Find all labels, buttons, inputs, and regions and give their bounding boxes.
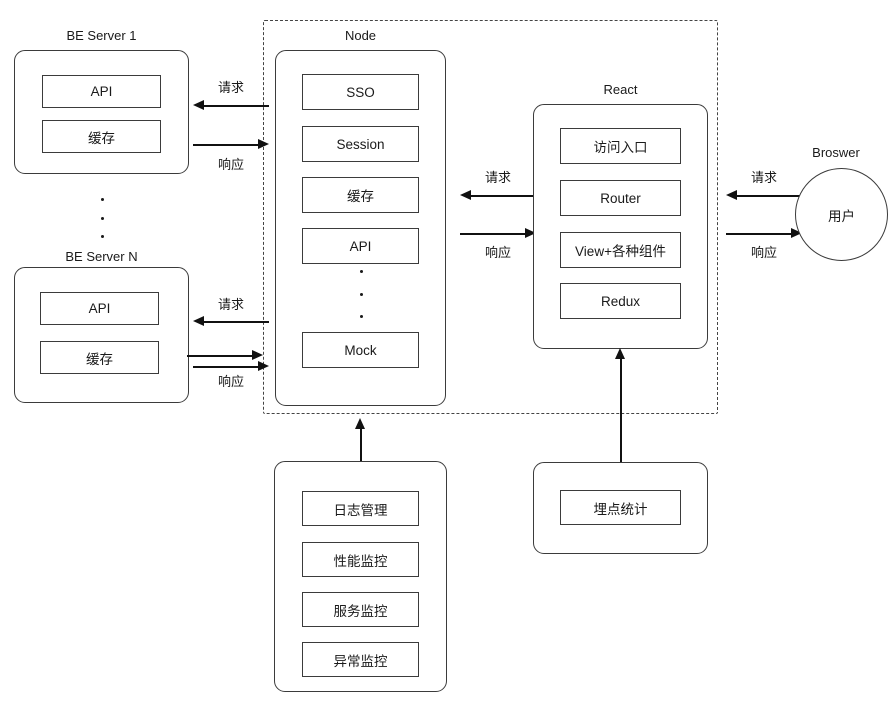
be-server-1-response-label: 响应 [217, 157, 244, 172]
monitoring-item-performance[interactable]: 性能监控 [302, 542, 419, 577]
browser-title: Broswer [812, 145, 860, 160]
react-item-entry[interactable]: 访问入口 [560, 128, 681, 164]
be-server-n-response-arrow-lower [193, 361, 269, 372]
be-server-n-group [14, 267, 189, 403]
node-item-api[interactable]: API [302, 228, 419, 264]
be-server-n-request-arrow [193, 316, 269, 327]
node-react-request-label: 请求 [484, 170, 511, 185]
analytics-to-react-arrow [615, 348, 626, 462]
react-item-view-components[interactable]: View+各种组件 [560, 232, 681, 268]
browser-user-label: 用户 [828, 208, 855, 224]
node-item-sso[interactable]: SSO [302, 74, 419, 110]
node-item-cache[interactable]: 缓存 [302, 177, 419, 213]
react-item-redux[interactable]: Redux [560, 283, 681, 319]
server-boundary-dashed-region [263, 20, 718, 414]
be-server-n-response-arrow-upper [187, 350, 263, 361]
node-react-response-arrow [460, 228, 536, 239]
be-server-1-item-cache[interactable]: 缓存 [42, 120, 161, 153]
be-server-n-response-label: 响应 [217, 374, 244, 389]
monitoring-to-node-arrow [355, 418, 366, 463]
react-item-router[interactable]: Router [560, 180, 681, 216]
be-server-1-response-arrow [193, 139, 269, 150]
be-server-1-group [14, 50, 189, 174]
be-server-n-item-cache[interactable]: 缓存 [40, 341, 159, 374]
react-title: React [603, 82, 638, 97]
browser-user-circle[interactable]: 用户 [795, 168, 888, 261]
browser-request-arrow [726, 190, 802, 201]
be-server-1-item-api[interactable]: API [42, 75, 161, 108]
browser-response-label: 响应 [750, 245, 777, 260]
node-ellipsis [359, 270, 363, 318]
monitoring-item-log-management[interactable]: 日志管理 [302, 491, 419, 526]
monitoring-item-service[interactable]: 服务监控 [302, 592, 419, 627]
be-server-1-request-label: 请求 [217, 80, 244, 95]
analytics-item-tracking[interactable]: 埋点统计 [560, 490, 681, 525]
browser-request-label: 请求 [750, 170, 777, 185]
be-server-n-request-label: 请求 [217, 297, 244, 312]
node-react-request-arrow [460, 190, 536, 201]
node-title: Node [344, 28, 377, 43]
node-item-mock[interactable]: Mock [302, 332, 419, 368]
monitoring-item-exception[interactable]: 异常监控 [302, 642, 419, 677]
node-react-response-label: 响应 [484, 245, 511, 260]
be-server-n-item-api[interactable]: API [40, 292, 159, 325]
be-server-n-title: BE Server N [65, 249, 138, 264]
be-server-1-request-arrow [193, 100, 269, 111]
be-server-ellipsis [100, 198, 104, 238]
node-item-session[interactable]: Session [302, 126, 419, 162]
browser-response-arrow [726, 228, 802, 239]
be-server-1-title: BE Server 1 [66, 28, 137, 43]
